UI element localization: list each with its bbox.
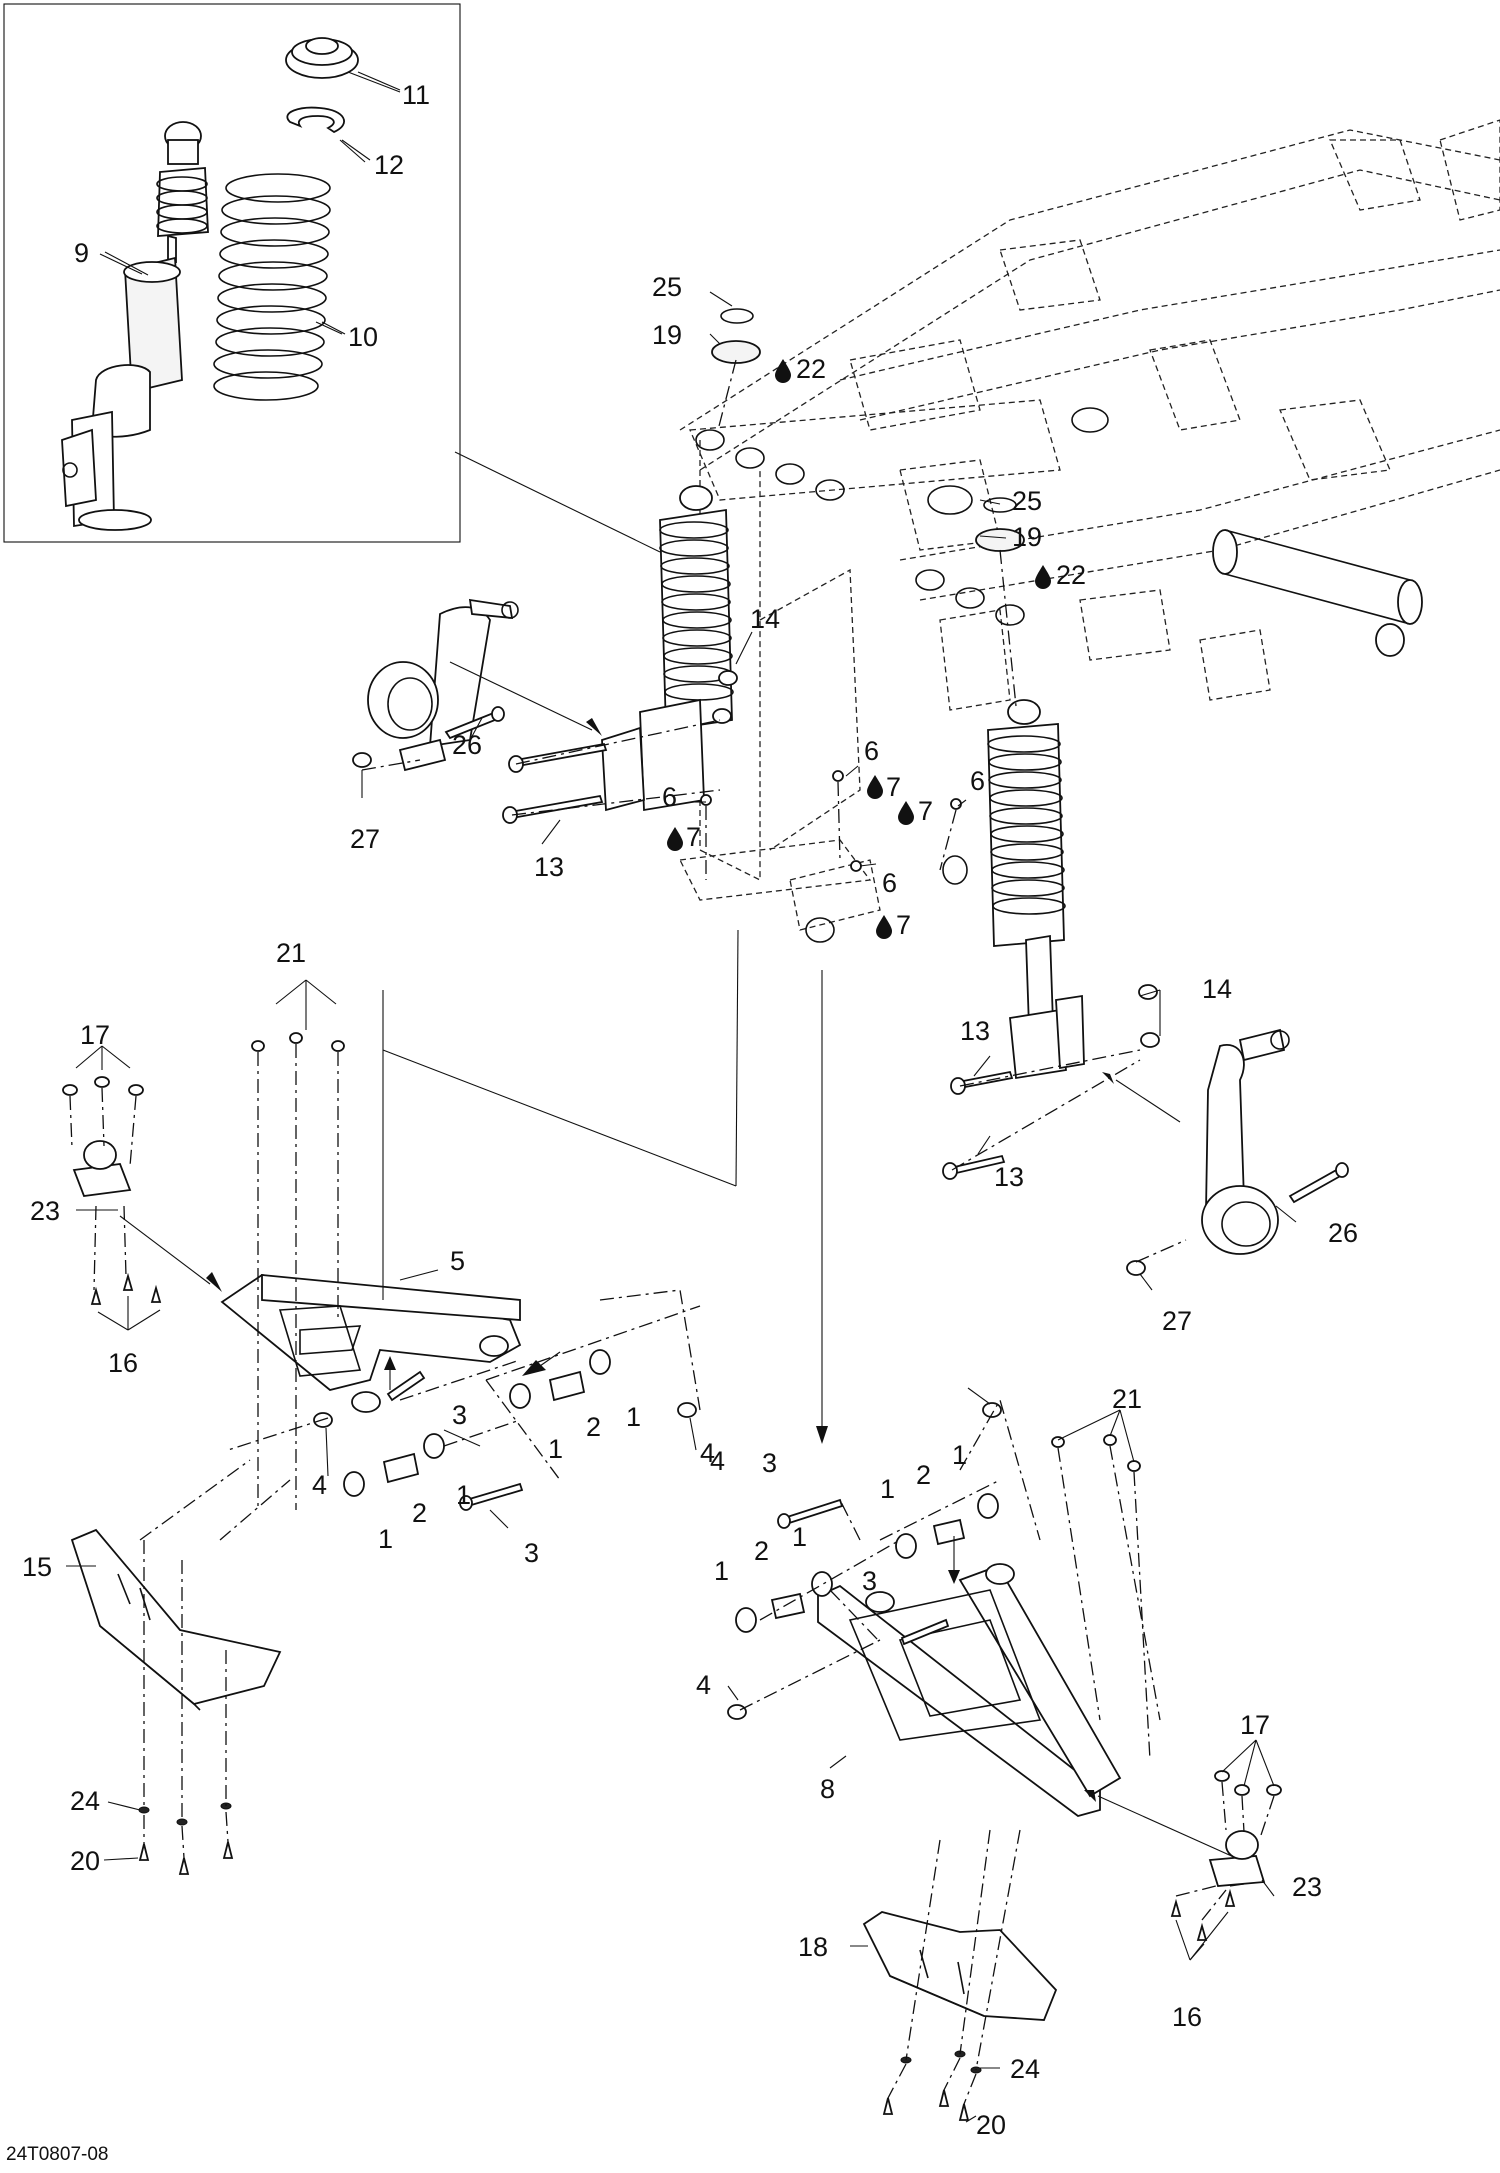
callout-7: 7 <box>686 822 701 852</box>
callout-labels: 11 12 9 10 25 19 22 25 19 22 14 26 27 13… <box>22 80 1358 2140</box>
callout-4: 4 <box>700 1438 715 1468</box>
upper-a-arm-5 <box>220 1274 522 1413</box>
callout-14: 14 <box>1202 974 1232 1004</box>
callout-15: 15 <box>22 1552 52 1582</box>
retaining-clip-12 <box>286 106 345 134</box>
callout-3: 3 <box>762 1448 777 1478</box>
callout-1: 1 <box>378 1524 393 1554</box>
callout-1: 1 <box>792 1522 807 1552</box>
grease-drop-icon <box>1035 565 1051 589</box>
grease-drop-icon <box>775 359 791 383</box>
callout-3: 3 <box>452 1400 467 1430</box>
grease-drop-icon <box>876 915 892 939</box>
callout-24: 24 <box>1010 2054 1040 2084</box>
callout-2: 2 <box>586 1412 601 1442</box>
callout-22: 22 <box>1056 560 1086 590</box>
ball-joint-right <box>1208 1830 1266 1887</box>
callout-12: 12 <box>374 150 404 180</box>
callout-21: 21 <box>276 938 306 968</box>
callout-3: 3 <box>524 1538 539 1568</box>
callout-19: 19 <box>1012 522 1042 552</box>
steering-knuckle-right <box>1201 1028 1290 1255</box>
callout-13: 13 <box>960 1016 990 1046</box>
callout-1: 1 <box>626 1402 641 1432</box>
callout-10: 10 <box>348 322 378 352</box>
spring-seat-11 <box>285 37 359 79</box>
skid-plate-15 <box>70 1528 282 1711</box>
callout-21: 21 <box>1112 1384 1142 1414</box>
callout-27: 27 <box>350 824 380 854</box>
fasteners <box>62 308 1349 2121</box>
callout-2: 2 <box>412 1498 427 1528</box>
steering-knuckle-left <box>367 598 519 772</box>
grease-drop-icon <box>667 827 683 851</box>
diagram-code: 24T0807-08 <box>6 2144 108 2165</box>
callout-1: 1 <box>880 1474 895 1504</box>
callout-14: 14 <box>750 604 780 634</box>
callout-3: 3 <box>862 1566 877 1596</box>
callout-1: 1 <box>952 1440 967 1470</box>
grease-drop-icon <box>898 801 914 825</box>
callout-25: 25 <box>1012 486 1042 516</box>
callout-26: 26 <box>1328 1218 1358 1248</box>
callout-6: 6 <box>882 868 897 898</box>
callout-17: 17 <box>1240 1710 1270 1740</box>
front-shock-right <box>987 699 1085 1080</box>
inset-shock-spring <box>3 3 661 553</box>
callout-11: 11 <box>402 80 430 110</box>
callout-6: 6 <box>662 782 677 812</box>
callout-18: 18 <box>798 1932 828 1962</box>
callout-1: 1 <box>714 1556 729 1586</box>
skid-plate-18 <box>862 1911 1058 2021</box>
callout-1: 1 <box>456 1480 471 1510</box>
callout-1: 1 <box>548 1434 563 1464</box>
callout-7: 7 <box>886 772 901 802</box>
callout-7: 7 <box>918 796 933 826</box>
coil-spring-10 <box>213 173 331 401</box>
callout-24: 24 <box>70 1786 100 1816</box>
assembly-lines <box>69 359 1275 2105</box>
callout-13: 13 <box>534 852 564 882</box>
grease-drop-icon <box>867 775 883 799</box>
callout-4: 4 <box>696 1670 711 1700</box>
leader-lines <box>75 661 1275 1961</box>
callout-5: 5 <box>450 1246 465 1276</box>
callout-26: 26 <box>452 730 482 760</box>
vehicle-frame <box>679 119 1500 943</box>
callout-16: 16 <box>1172 2002 1202 2032</box>
callout-leaders <box>66 71 1297 2123</box>
callout-6: 6 <box>864 736 879 766</box>
shock-absorber-9 <box>61 121 209 531</box>
callout-22: 22 <box>796 354 826 384</box>
callout-23: 23 <box>30 1196 60 1226</box>
callout-2: 2 <box>754 1536 769 1566</box>
ball-joint-left <box>72 1140 132 1197</box>
callout-17: 17 <box>80 1020 110 1050</box>
callout-4: 4 <box>312 1470 327 1500</box>
lower-a-arm-8 <box>817 1563 1122 1817</box>
front-shock-left <box>601 485 734 812</box>
callout-16: 16 <box>108 1348 138 1378</box>
callout-20: 20 <box>976 2110 1006 2140</box>
callout-8: 8 <box>820 1774 835 1804</box>
callout-9: 9 <box>74 238 89 268</box>
callout-25: 25 <box>652 272 682 302</box>
callout-2: 2 <box>916 1460 931 1490</box>
callout-7: 7 <box>896 910 911 940</box>
callout-13: 13 <box>994 1162 1024 1192</box>
callout-19: 19 <box>652 320 682 350</box>
callout-4: 4 <box>710 1446 725 1476</box>
callout-20: 20 <box>70 1846 100 1876</box>
callout-27: 27 <box>1162 1306 1192 1336</box>
callout-6: 6 <box>970 766 985 796</box>
callout-23: 23 <box>1292 1872 1322 1902</box>
